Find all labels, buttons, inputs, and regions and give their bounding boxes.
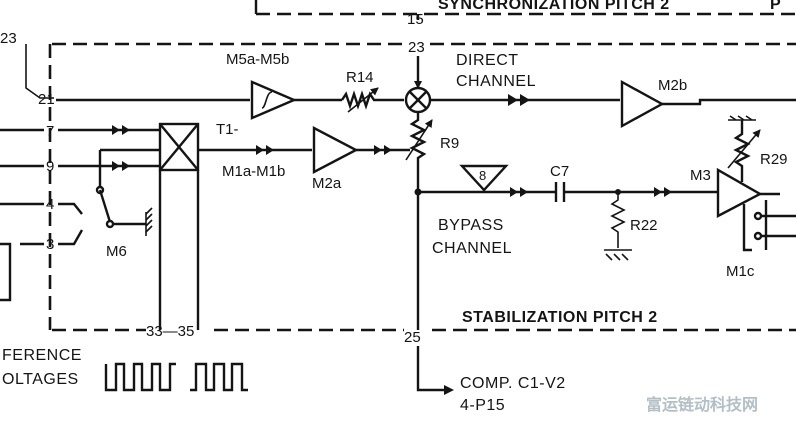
m3-amplifier [716, 167, 763, 218]
comp-wire [416, 346, 444, 392]
m2b-label: M2b [658, 77, 687, 94]
m1c-switch [742, 200, 796, 252]
arrow-icon [508, 94, 530, 106]
connector-4: 4 [46, 196, 54, 213]
capacitor-icon [554, 182, 566, 202]
r29-label: R29 [760, 151, 788, 168]
arrow-icon [510, 187, 528, 197]
comp-line2: 4-P15 [460, 397, 505, 414]
m2b-amplifier [620, 79, 665, 129]
bypass-channel-2: CHANNEL [432, 240, 512, 257]
triangle-amplifier-icon [459, 164, 509, 192]
arrow-icon [112, 125, 130, 135]
arrow-icon [444, 385, 454, 395]
m5-amplifier [250, 80, 298, 120]
r14-resistor [341, 87, 404, 113]
c7-label: C7 [550, 163, 569, 180]
left-loop [0, 242, 12, 302]
reference-line2: OLTAGES [2, 371, 79, 388]
r14-label: R14 [346, 69, 374, 86]
stabilization-label: STABILIZATION PITCH 2 [462, 309, 658, 326]
comp-line1: COMP. C1-V2 [460, 375, 566, 392]
r9-resistor [405, 112, 433, 330]
m1ab-label: M1a-M1b [222, 163, 285, 180]
arrow-icon [374, 145, 392, 155]
m5-label: M5a-M5b [226, 51, 289, 68]
square-wave-1 [104, 362, 176, 392]
m2a-amplifier [312, 126, 359, 174]
connector-25: 25 [404, 329, 421, 346]
connector-21: 21 [38, 91, 55, 108]
modulator-cross-icon [158, 122, 200, 172]
connector-33-35: 33—35 [146, 323, 194, 340]
eight-label: 8 [479, 168, 486, 183]
label-23-left: 23 [0, 30, 17, 47]
connector-7: 7 [46, 123, 54, 140]
watermark: 富运链动科技网 [646, 395, 758, 414]
switch-icon [95, 148, 160, 236]
connector-23: 23 [408, 39, 425, 56]
sync-boundary [254, 0, 796, 20]
sync-pitch-label: SYNCHRONIZATION PITCH 2 [438, 0, 670, 13]
r22-label: R22 [630, 217, 658, 234]
partial-p-label: P [770, 0, 781, 13]
reference-line1: FERENCE [2, 347, 82, 364]
direct-channel-2: CHANNEL [456, 73, 536, 90]
arrow-icon [654, 187, 672, 197]
t1-label: T1- [216, 121, 239, 138]
connector-3: 3 [46, 236, 54, 253]
connector-9: 9 [46, 158, 54, 175]
r22-resistor [604, 192, 632, 261]
m3-label: M3 [690, 167, 711, 184]
wire-23-21 [25, 44, 54, 99]
connector-15: 15 [407, 11, 424, 28]
arrow-icon [256, 145, 274, 155]
square-wave-2 [190, 362, 248, 392]
m6-label: M6 [106, 243, 127, 260]
r29-resistor [727, 115, 761, 182]
modulator-cross-icon [404, 86, 432, 114]
direct-channel-1: DIRECT [456, 52, 519, 69]
m2a-label: M2a [312, 175, 342, 192]
arrow-icon [112, 161, 130, 171]
bypass-channel-1: BYPASS [438, 217, 504, 234]
m1c-label: M1c [726, 263, 755, 280]
r9-label: R9 [440, 135, 459, 152]
